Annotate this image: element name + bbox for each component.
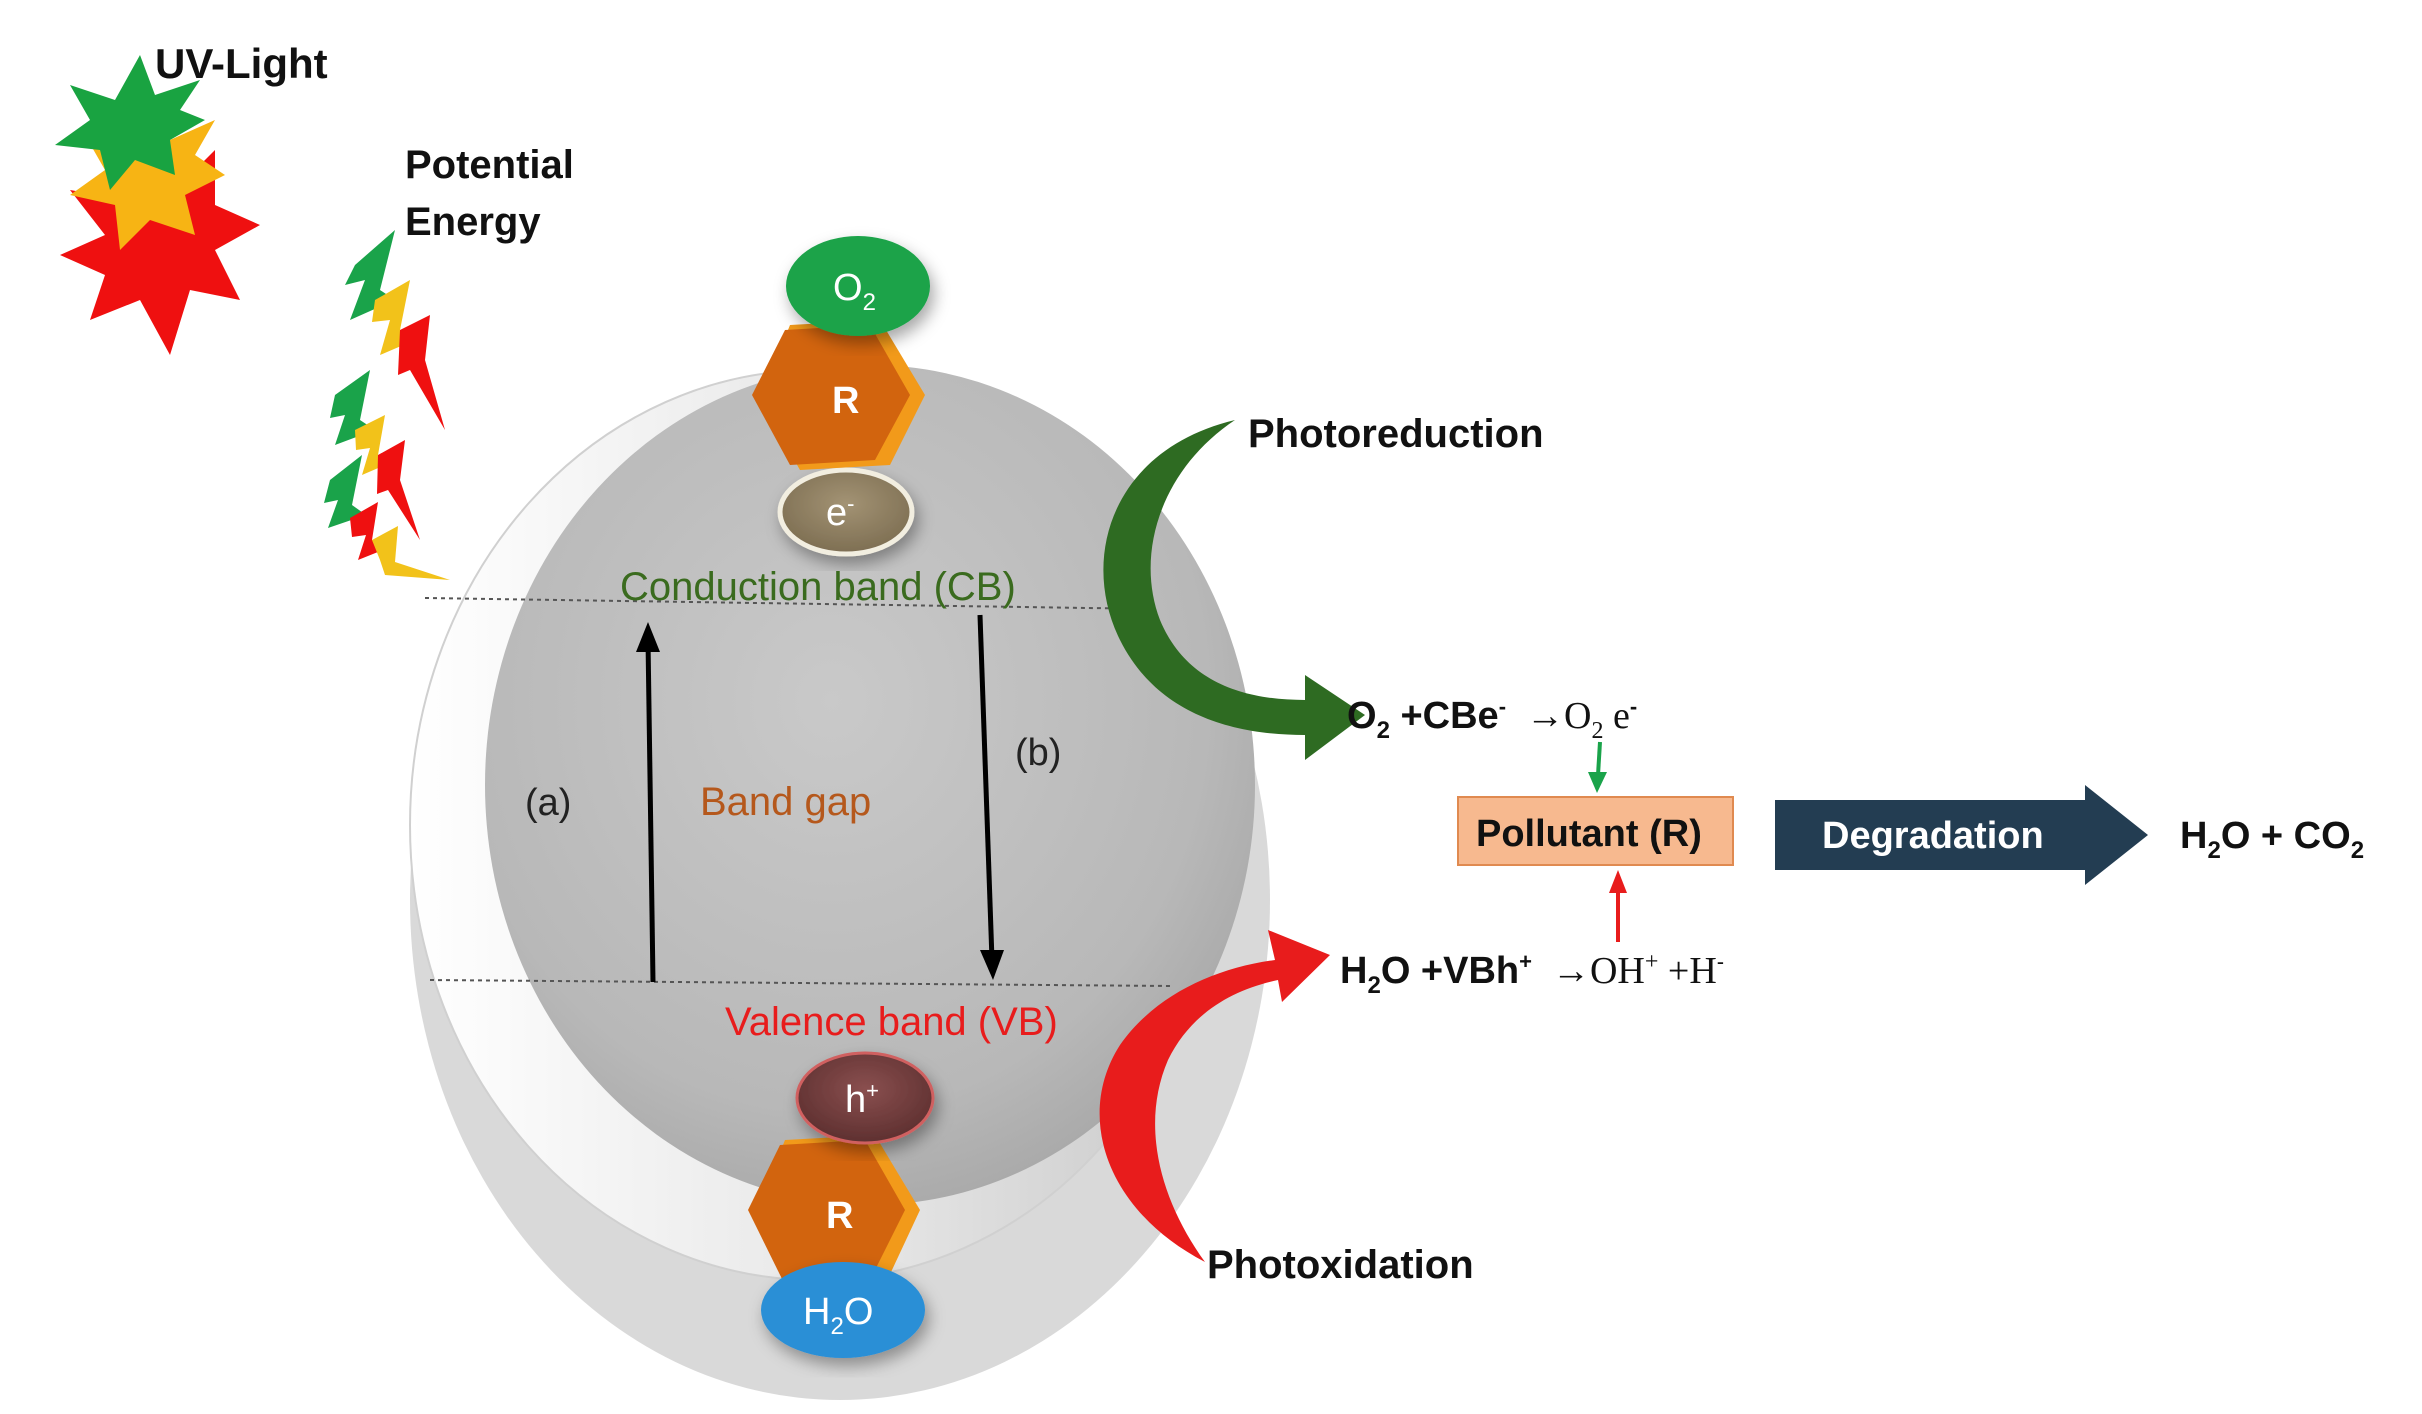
photoxidation-label: Photoxidation: [1207, 1243, 1474, 1287]
ring-r-bottom-label: R: [826, 1195, 853, 1237]
electron-label: e-: [826, 491, 854, 534]
path-b-label: (b): [1015, 732, 1061, 774]
uv-light-label: UV-Light: [155, 40, 328, 87]
photocatalyst-disc: [409, 365, 1270, 1400]
o2-bubble-label: O2: [833, 267, 876, 316]
photoreduction-label: Photoreduction: [1248, 412, 1544, 456]
path-a-label: (a): [525, 782, 571, 824]
h2o-bubble-label: H2O: [803, 1291, 873, 1340]
products-label: H2O + CO2: [2180, 815, 2364, 864]
electron-bubble: [777, 467, 915, 557]
conduction-band-label: Conduction band (CB): [620, 565, 1016, 609]
reduction-to-pollutant-arrow: [1588, 741, 1607, 793]
degradation-arrow-icon: [1775, 785, 2148, 885]
degradation-label: Degradation: [1822, 815, 2044, 857]
valence-band-label: Valence band (VB): [725, 1000, 1058, 1044]
potential-energy-label-line1: Potential: [405, 143, 574, 187]
recombination-arrow-b: [977, 614, 1004, 980]
ring-r-top-label: R: [832, 380, 859, 422]
pollutant-label: Pollutant (R): [1476, 813, 1702, 855]
hole-label: h+: [845, 1078, 879, 1121]
excitation-arrow-a: [636, 622, 660, 983]
oxidation-equation: H2O +VBh+→OH+ +H-: [1340, 949, 1724, 999]
oxidation-to-pollutant-arrow: [1609, 870, 1627, 942]
uv-starburst-icon: [55, 55, 260, 355]
band-gap-label: Band gap: [700, 780, 871, 824]
hole-bubble: [795, 1051, 935, 1145]
pollutant-box: [1457, 796, 1734, 866]
ring-r-top: [752, 320, 925, 470]
valence-band-line: [429, 979, 1171, 987]
ring-r-bottom: [748, 1135, 920, 1290]
lightning-bolt-icon: [324, 230, 450, 580]
h2o-bubble: [761, 1262, 925, 1358]
photoxidation-arrow-icon: [1099, 930, 1330, 1262]
photoreduction-arrow-icon: [1103, 420, 1365, 760]
reduction-equation: O2 +CBe-→O2 e-: [1347, 694, 1637, 744]
potential-energy-label-line2: Energy: [405, 200, 541, 244]
conduction-band-line: [424, 597, 1156, 610]
o2-bubble: [786, 236, 930, 336]
